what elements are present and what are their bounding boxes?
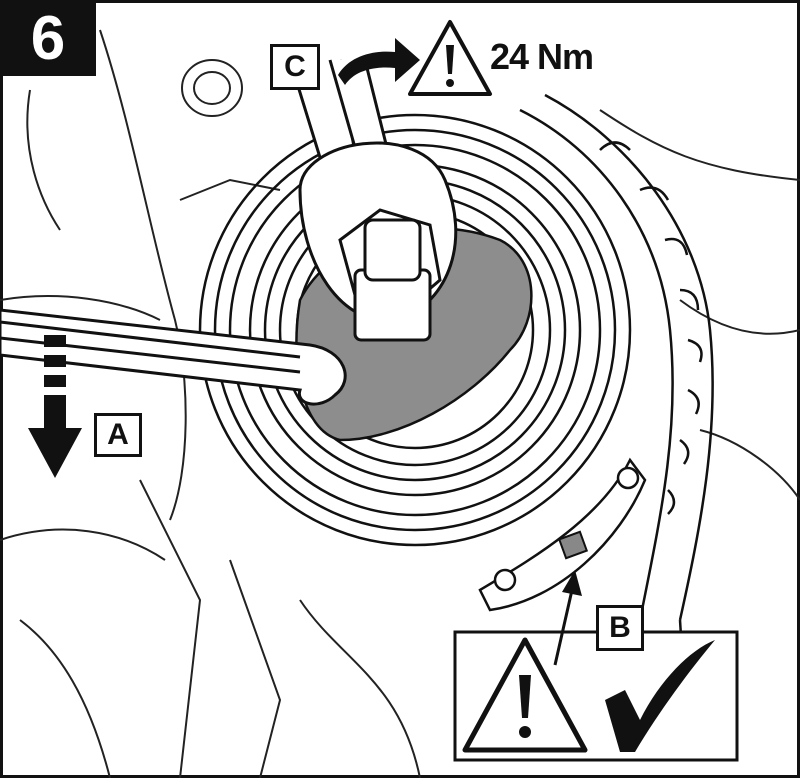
warning-triangle-icon: [462, 637, 588, 753]
arrow-down-icon: [28, 335, 82, 478]
label-c: C: [270, 44, 320, 90]
label-a: A: [94, 413, 142, 457]
warning-triangle-icon: [408, 20, 492, 96]
torque-value: 24 Nm: [490, 36, 594, 77]
arrow-up-icon: [553, 570, 582, 666]
step-number: 6: [0, 0, 96, 76]
checkmark-icon: [605, 640, 715, 752]
arrow-right-icon: [338, 38, 420, 85]
label-b: B: [596, 605, 644, 651]
